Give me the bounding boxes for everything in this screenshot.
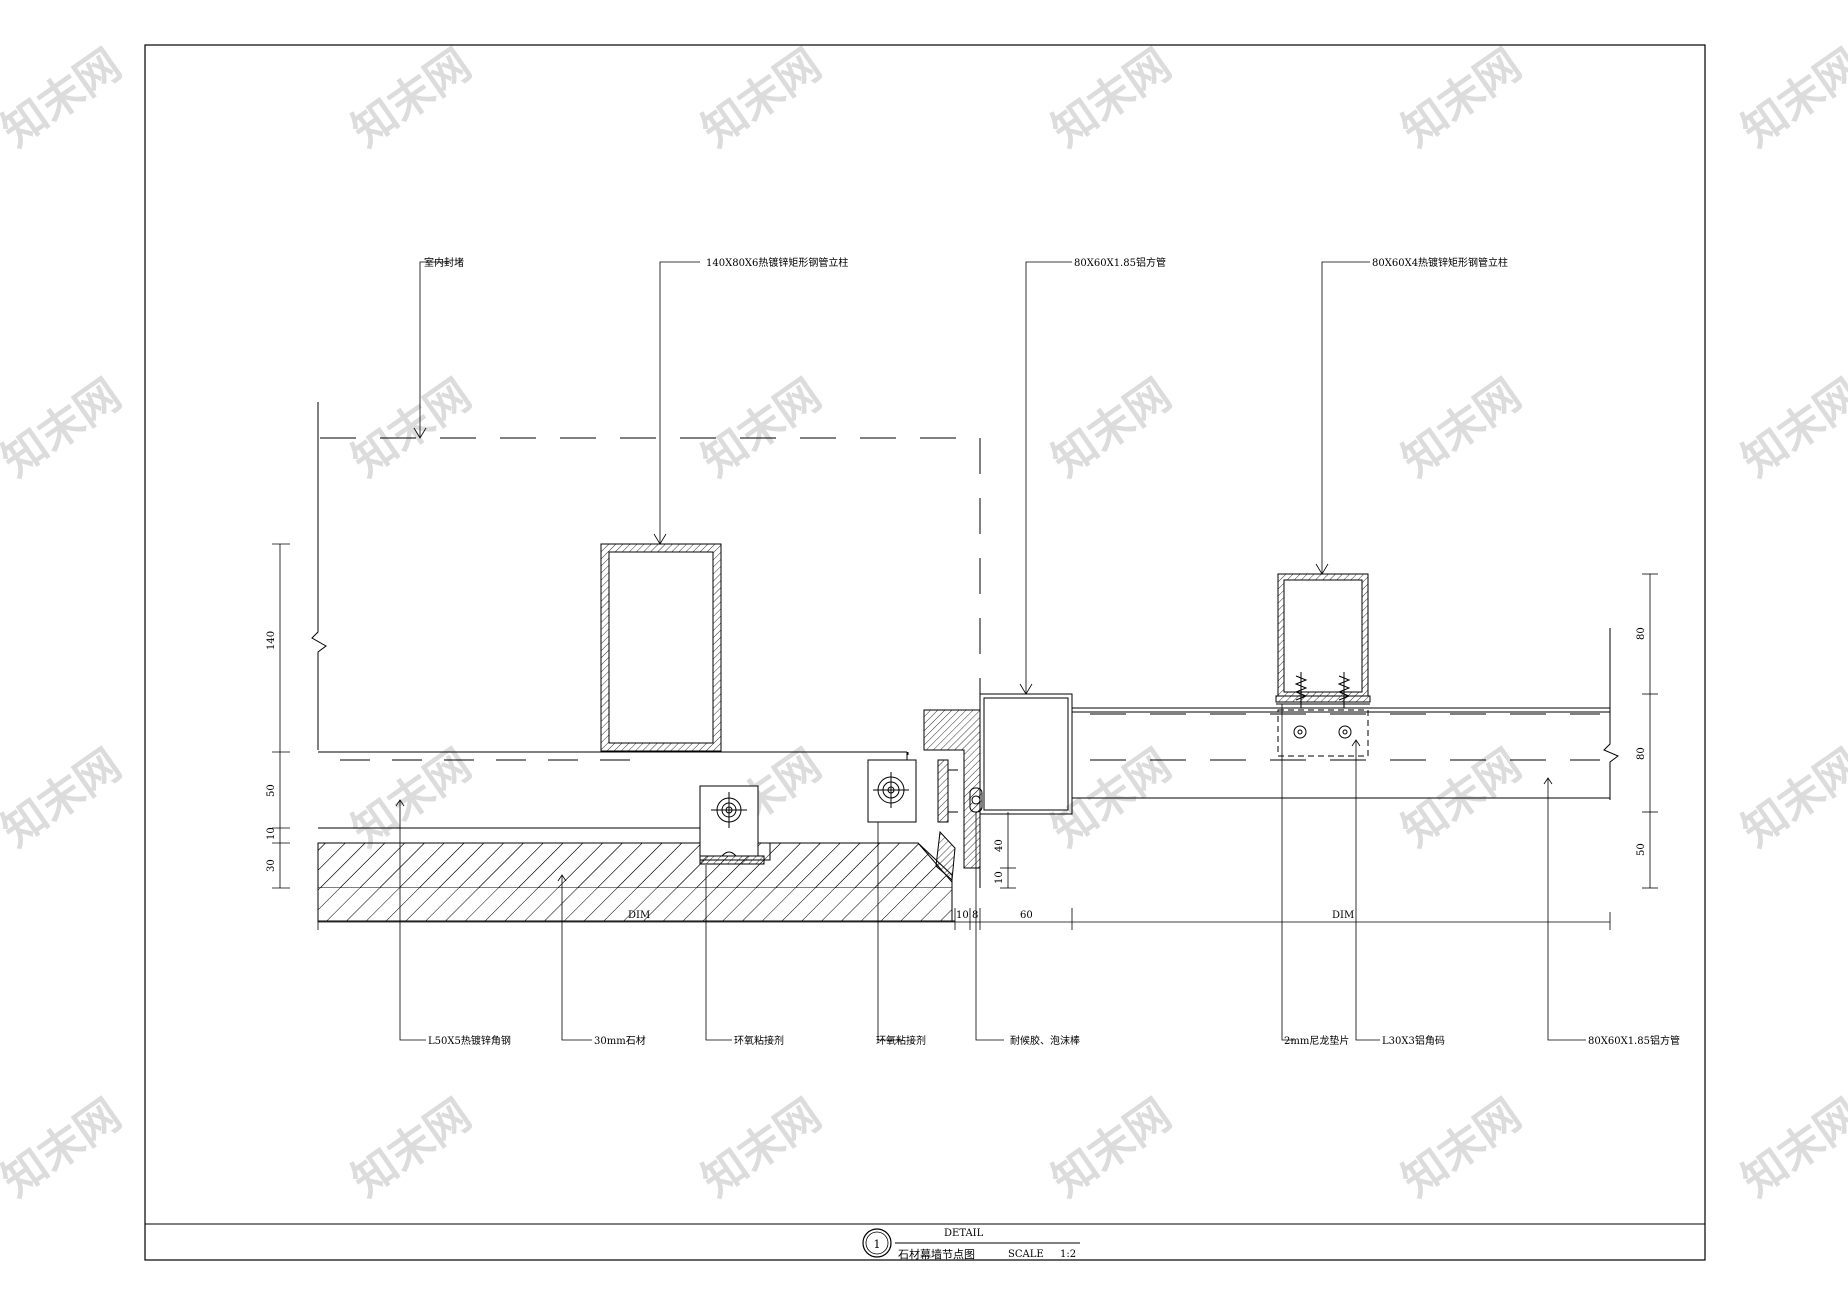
dim-bottom-60: 60 [1020, 910, 1033, 921]
dim-inner-40: 40 [994, 839, 1005, 852]
right-horizontal-member [1072, 707, 1610, 799]
dim-left-50: 50 [266, 784, 277, 797]
title-block: 1 DETAIL 石材幕墙节点图 SCALE 1:2 [862, 1228, 1080, 1261]
watermark-logo: 知末网 [1393, 39, 1530, 156]
callout-steel-column-80: 80X60X4热镀锌矩形钢管立柱 [1372, 256, 1508, 269]
dim-right-80-top: 80 [1636, 627, 1647, 640]
watermark-logo: 知末网 [1733, 369, 1848, 486]
watermark-layer: 知末网知末网知末网知末网知末网知末网知末网知末网知末网知末网知末网知末网知末网知… [0, 39, 1848, 1206]
detail-number-circle [862, 1228, 892, 1258]
steel-column-140x80 [600, 543, 722, 752]
scale-value: 1:2 [1060, 1249, 1076, 1260]
watermark-logo: 知末网 [1043, 369, 1180, 486]
callout-angle-steel: L50X5热镀锌角钢 [428, 1034, 511, 1047]
watermark-logo: 知末网 [693, 39, 830, 156]
aluminium-tube-80x60 [979, 693, 1073, 815]
watermark-logo: 知末网 [1393, 1089, 1530, 1206]
watermark-logo: 知末网 [1043, 1089, 1180, 1206]
detail-number: 1 [874, 1238, 881, 1251]
self-tapping-screws [1294, 672, 1351, 708]
watermark-logo: 知末网 [343, 739, 480, 856]
watermark-logo: 知末网 [0, 1089, 130, 1206]
scale-label: SCALE [1008, 1249, 1044, 1260]
dim-right-50: 50 [1636, 843, 1647, 856]
detail-title: 石材幕墙节点图 [898, 1247, 975, 1261]
aluminium-angle-l30x3 [1277, 709, 1369, 757]
dim-left-140: 140 [266, 631, 277, 650]
dim-inner-10: 10 [994, 871, 1005, 884]
callout-stone: 30mm石材 [594, 1034, 646, 1047]
watermark-logo: 知末网 [0, 739, 130, 856]
sheet-border [144, 44, 1706, 1261]
detail-label: DETAIL [944, 1228, 984, 1239]
watermark-logo: 知末网 [343, 369, 480, 486]
watermark-logo: 知末网 [343, 1089, 480, 1206]
dimension-lines [272, 543, 1658, 930]
bottom-leaders [395, 704, 1586, 1041]
watermark-logo: 知末网 [693, 369, 830, 486]
watermark-logo: 知末网 [0, 39, 130, 156]
watermark-logo: 知末网 [0, 369, 130, 486]
watermark-logo: 知末网 [693, 1089, 830, 1206]
dim-bottom-8: 8 [972, 910, 978, 921]
callout-epoxy-2: 环氧粘接剂 [876, 1034, 926, 1047]
callout-al-tube-bottom: 80X60X1.85铝方管 [1588, 1034, 1680, 1047]
steel-column-80x60 [1275, 573, 1371, 705]
dim-left-10: 10 [266, 827, 277, 840]
callout-al-tube-top: 80X60X1.85铝方管 [1074, 256, 1166, 269]
watermark-logo: 知末网 [1393, 369, 1530, 486]
watermark-logo: 知末网 [1733, 739, 1848, 856]
stone-panel-30mm [317, 842, 955, 922]
dim-bottom-dim-right: DIM [1332, 910, 1354, 921]
dim-right-80-mid: 80 [1636, 747, 1647, 760]
callout-epoxy-1: 环氧粘接剂 [734, 1034, 784, 1047]
break-line-right [1603, 628, 1619, 800]
dim-left-30: 30 [266, 859, 277, 872]
callout-indoor-seal: 室内封堵 [424, 256, 464, 269]
dim-bottom-10: 10 [956, 910, 969, 921]
watermark-logo: 知末网 [1043, 39, 1180, 156]
watermark-logo: 知末网 [343, 39, 480, 156]
callout-nylon-pad: 2mm尼龙垫片 [1284, 1034, 1349, 1047]
watermark-logo: 知末网 [1733, 39, 1848, 156]
callout-al-angle: L30X3铝角码 [1382, 1035, 1445, 1047]
callout-steel-column-140: 140X80X6热镀锌矩形钢管立柱 [706, 256, 848, 269]
break-line-left [311, 402, 327, 750]
indoor-seal-boundary [320, 437, 981, 708]
epoxy-bracket-left [699, 785, 765, 865]
top-leaders [413, 261, 1370, 695]
dim-bottom-dim-left: DIM [628, 910, 650, 921]
watermark-logo: 知末网 [1733, 1089, 1848, 1206]
callout-sealant: 耐候胶、泡沫棒 [1010, 1034, 1080, 1047]
